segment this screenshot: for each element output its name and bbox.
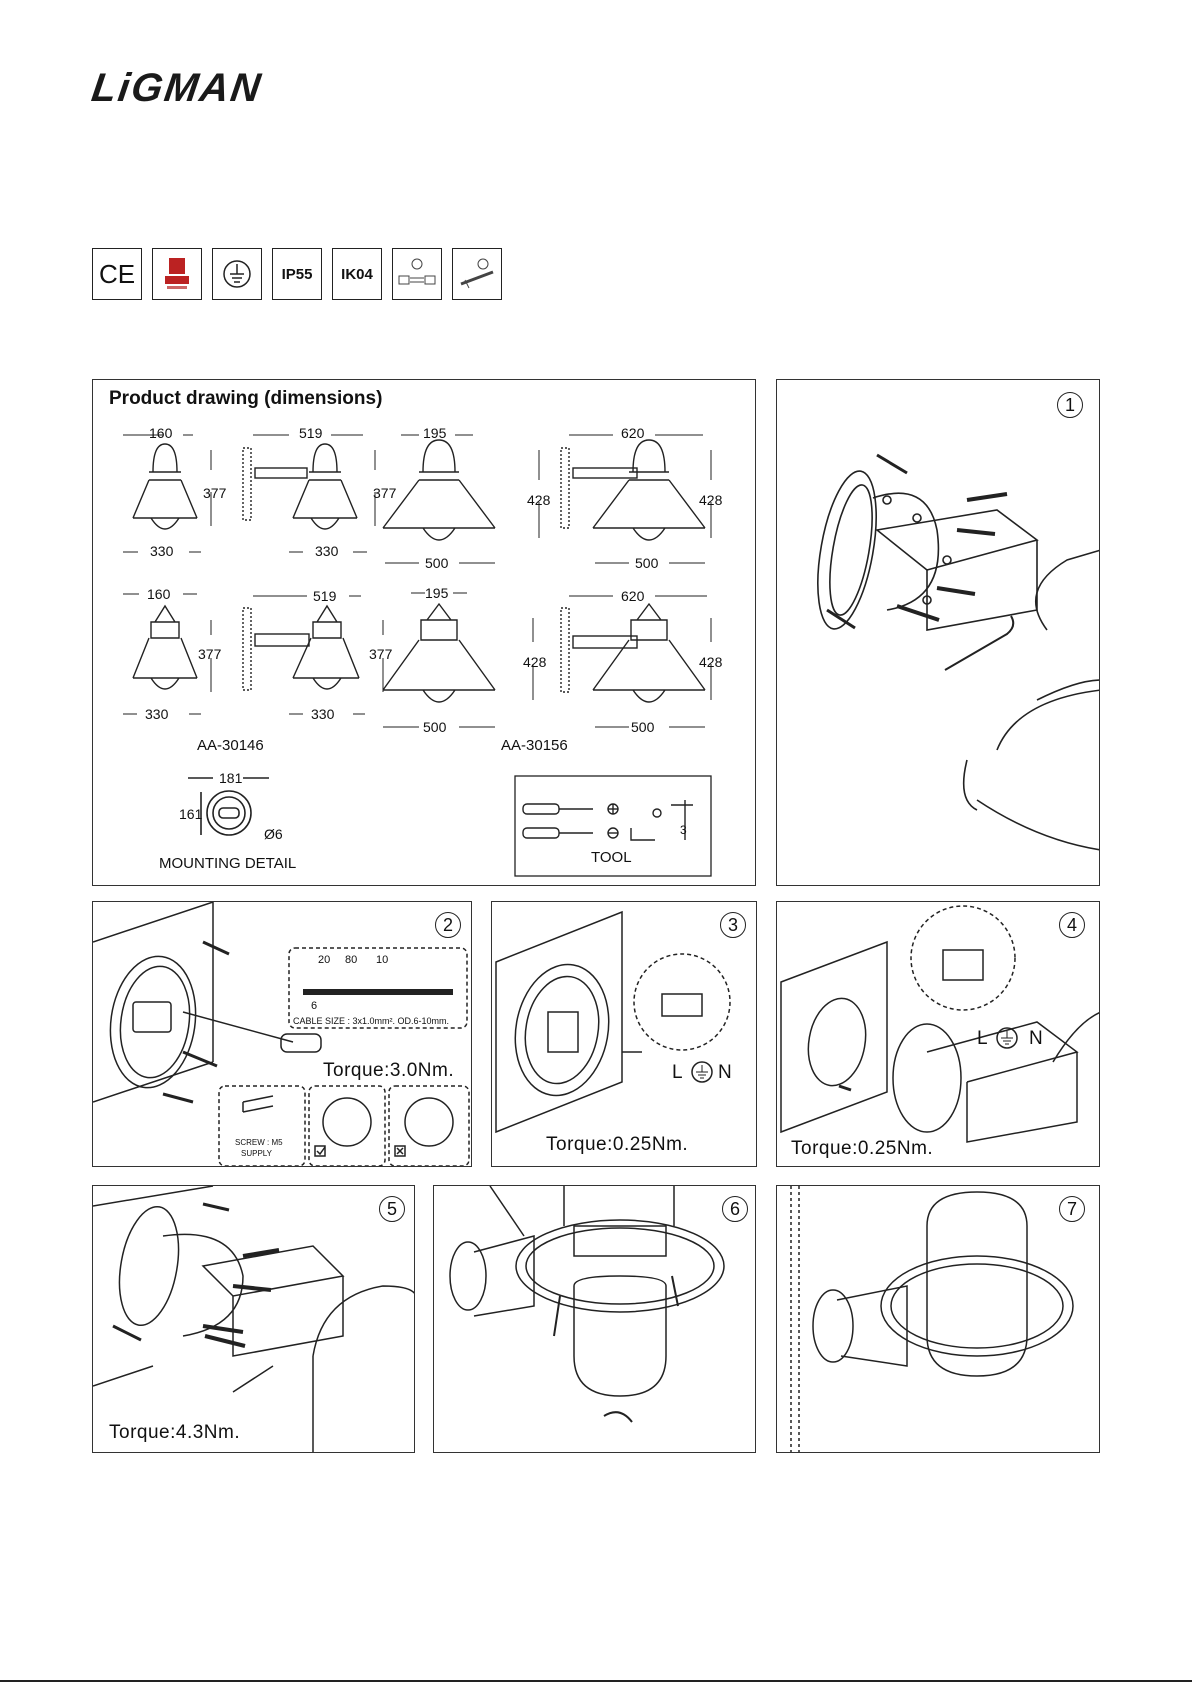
step-1-illustration (817, 453, 1099, 851)
lamp-dimension-drawings (123, 434, 712, 877)
live-label: L (977, 1028, 989, 1049)
screw-label: SCREW : M5 (235, 1138, 283, 1147)
cable-dim: 20 (318, 954, 331, 966)
step-5-illustration (93, 1186, 414, 1452)
step-6-panel: 6 (433, 1185, 756, 1453)
dim-height: 428 (523, 654, 547, 670)
dim-width: 160 (147, 586, 171, 602)
dim-base: 330 (315, 543, 339, 559)
step-number: 4 (1059, 912, 1085, 938)
step-3-panel: 3 L N Torque:0.25Nm. (491, 901, 757, 1167)
dim-base: 500 (631, 719, 655, 735)
ik-rating-badge: IK04 (332, 248, 382, 300)
cable-size-note: CABLE SIZE : 3x1.0mm². OD.6-10mm. (293, 1016, 450, 1026)
dim-width: 620 (621, 588, 645, 604)
dim-height: 428 (699, 492, 723, 508)
step-4-illustration (780, 905, 1099, 1143)
torque-label: Torque:0.25Nm. (791, 1138, 934, 1159)
step-7-illustration (790, 1186, 1074, 1452)
dim-width: 519 (313, 588, 337, 604)
brand-logo: LiGMAN (88, 66, 265, 110)
step-5-panel: 5 Torque:4.3Nm. (92, 1185, 415, 1453)
earth-class-icon (212, 248, 262, 300)
dim-width: 519 (299, 425, 323, 441)
mount-hole: Ø6 (264, 826, 283, 842)
step-4-panel: 4 L N Torque:0.25Nm. (776, 901, 1100, 1167)
step-number: 2 (435, 912, 461, 938)
torque-label: Torque:0.25Nm. (546, 1134, 689, 1155)
ce-mark-icon: CE (92, 248, 142, 300)
dim-height: 377 (203, 485, 227, 501)
step-3-illustration (495, 910, 731, 1134)
dim-height: 428 (699, 654, 723, 670)
mount-width: 181 (219, 770, 243, 786)
step-7-panel: 7 (776, 1185, 1100, 1453)
dim-base: 330 (145, 706, 169, 722)
model-number: AA-30156 (501, 737, 568, 754)
torque-label: Torque:3.0Nm. (323, 1060, 455, 1081)
dim-base: 500 (425, 555, 449, 571)
neutral-label: N (1029, 1028, 1044, 1049)
step-2-illustration (93, 902, 470, 1166)
neutral-label: N (718, 1062, 733, 1083)
dim-height: 377 (373, 485, 397, 501)
step-number: 3 (720, 912, 746, 938)
dim-height: 377 (198, 646, 222, 662)
mounting-detail-label: MOUNTING DETAIL (159, 855, 297, 872)
model-number: AA-30146 (197, 737, 264, 754)
dim-width: 195 (425, 585, 449, 601)
step-number: 1 (1057, 392, 1083, 418)
live-label: L (672, 1062, 684, 1083)
step-number: 6 (722, 1196, 748, 1222)
quality-mark-icon (152, 248, 202, 300)
dim-width: 620 (621, 425, 645, 441)
cable-dim: 6 (311, 1000, 318, 1012)
step-6-illustration (449, 1186, 725, 1423)
mount-height: 161 (179, 806, 203, 822)
step-1-panel: 1 (776, 379, 1100, 886)
step-2-panel: 2 20 80 10 6 CABLE SIZE : 3x1.0mm². OD.6… (92, 901, 472, 1167)
dim-height: 377 (369, 646, 393, 662)
cable-dim: 10 (376, 954, 389, 966)
cable-dim: 80 (345, 954, 358, 966)
torque-label: Torque:4.3Nm. (109, 1422, 241, 1443)
dim-base: 330 (150, 543, 174, 559)
supply-label: SUPPLY (241, 1149, 272, 1158)
dim-base: 500 (635, 555, 659, 571)
step-number: 7 (1059, 1196, 1085, 1222)
install-symbol-2-icon (452, 248, 502, 300)
ip-rating-badge: IP55 (272, 248, 322, 300)
dim-base: 500 (423, 719, 447, 735)
install-symbol-icon (392, 248, 442, 300)
tool-label: TOOL (591, 849, 632, 866)
footer-rule (0, 1680, 1192, 1682)
dim-base: 330 (311, 706, 335, 722)
panel-title: Product drawing (dimensions) (109, 388, 383, 409)
step-number: 5 (379, 1196, 405, 1222)
product-drawing-panel: Product drawing (dimensions) (92, 379, 756, 886)
dim-width: 160 (149, 425, 173, 441)
dim-height: 428 (527, 492, 551, 508)
dim-width: 195 (423, 425, 447, 441)
hex-key-size: 3 (680, 823, 687, 837)
